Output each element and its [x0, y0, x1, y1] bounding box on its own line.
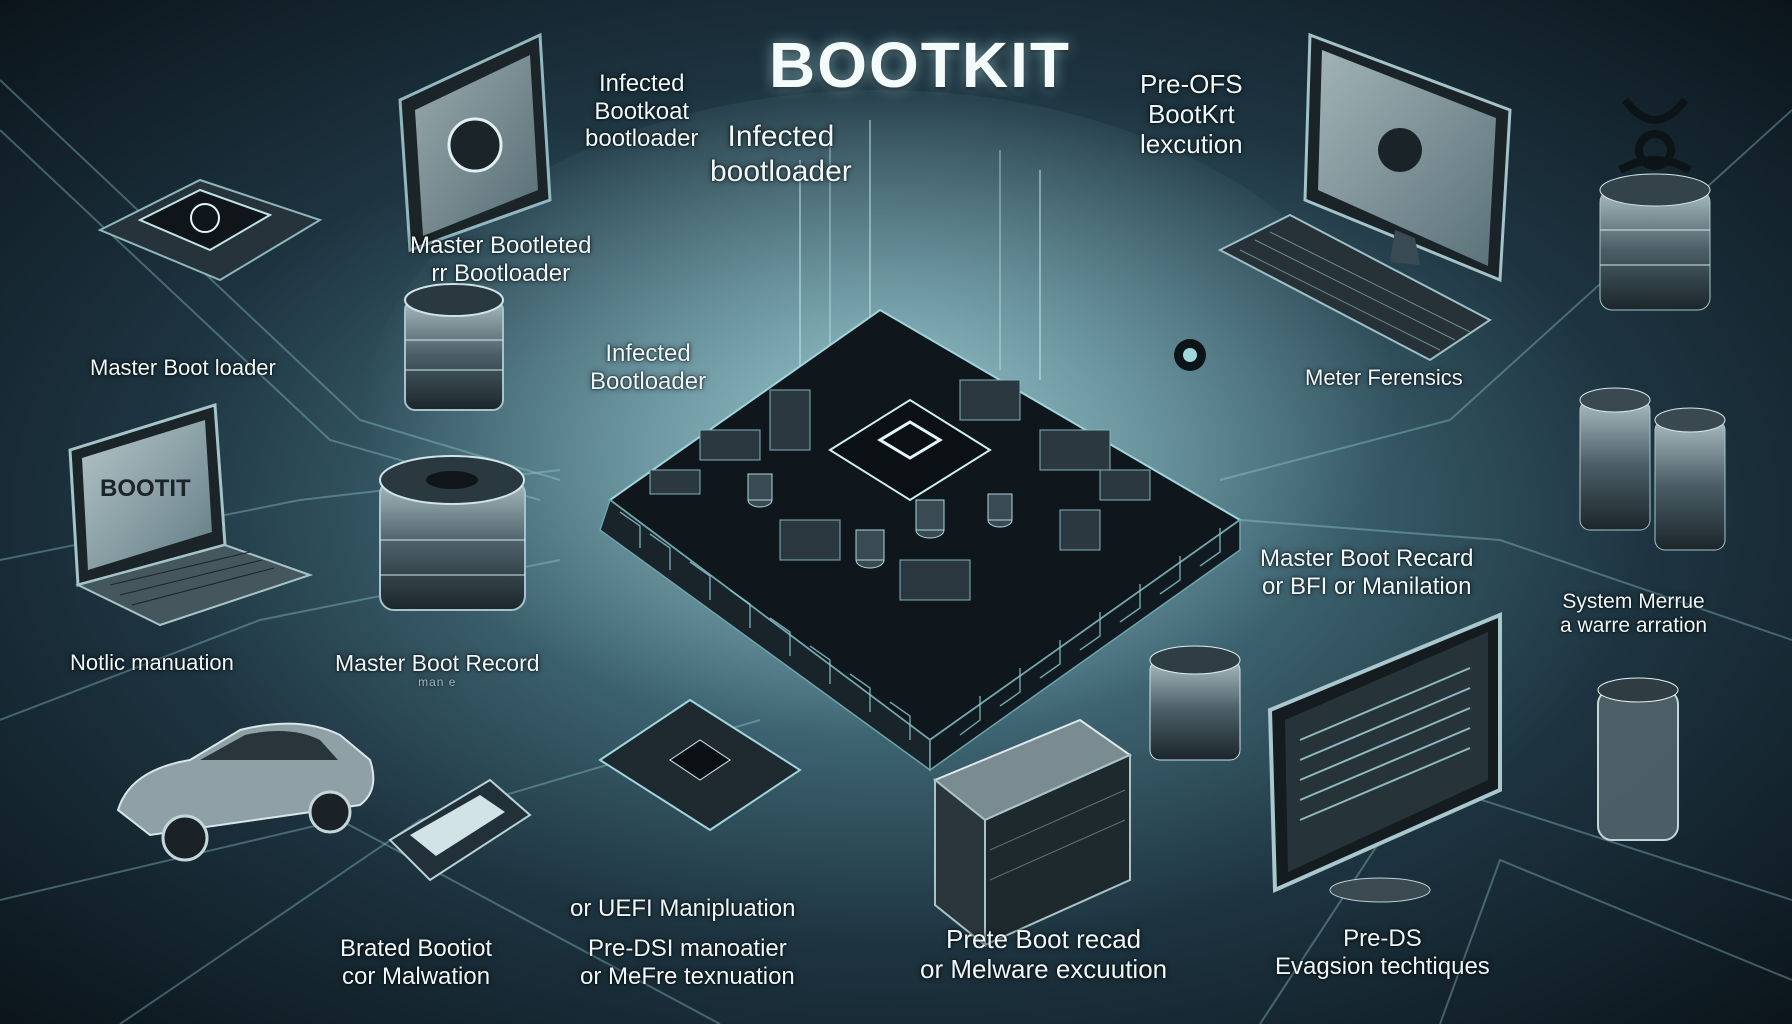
label-uefi-manipluation: or UEFI Manipluation — [570, 895, 795, 923]
label-pre-dsi-manoatier: Pre-DSI manoatier or MeFre texnuation — [580, 935, 795, 990]
circuit-board-icon — [598, 698, 802, 832]
label-line: or Melware excuution — [920, 953, 1168, 984]
label-line: Infected — [605, 340, 691, 367]
label-line: bootloader — [710, 154, 852, 188]
label-line: Bootloader — [590, 367, 707, 395]
label-line: or BFI or Manilation — [1262, 572, 1472, 600]
label-infected-bootloader-center: Infected Bootloader — [590, 340, 706, 395]
label-pre-ofs: Pre-OFS BootKrt lexcution — [1140, 69, 1243, 160]
page-title: BOOTKIT — [769, 29, 1071, 101]
label-line: man e — [418, 675, 457, 690]
label-line: Pre-DSI manoatier — [588, 935, 787, 962]
label-line: bootloader — [585, 125, 699, 153]
tablet-icon — [398, 32, 552, 253]
disk-stack-icon — [404, 283, 504, 411]
card-device-icon — [388, 778, 532, 882]
label-line: Evagsion techtiques — [1275, 952, 1490, 980]
label-line: or MeFre texnuation — [580, 962, 795, 990]
label-line: Master Bootleted — [410, 232, 592, 259]
label-system-merrue: System Merrue a warre arration — [1560, 590, 1707, 638]
label-master-boot-recard: Master Boot Recard or BFI or Manilation — [1260, 545, 1473, 600]
monitor-icon — [1303, 32, 1512, 283]
label-line: BootKrt — [1147, 98, 1235, 129]
label-line: Bootkoat — [594, 97, 690, 125]
cylinder-icon — [1149, 645, 1241, 761]
label-prete-boot-recad: Prete Boot recad or Melware excuution — [920, 924, 1168, 985]
motherboard-icon — [599, 308, 1242, 772]
label-line: Meter Ferensics — [1305, 365, 1463, 390]
label-line: Infected — [599, 70, 685, 97]
biohazard-icon — [1618, 97, 1692, 174]
disk-stack-icon — [1579, 387, 1726, 551]
car-icon — [116, 722, 375, 862]
disk-stack-icon — [1599, 173, 1711, 311]
server-icon — [933, 718, 1133, 948]
label-brated-bootiot: Brated Bootiot cor Malwation — [340, 935, 492, 990]
label-line: Master Boot Record — [335, 650, 540, 676]
label-line: Pre-OFS — [1140, 69, 1243, 99]
label-line: Master Boot Recard — [1260, 545, 1474, 572]
laptop-screen-text: BOOTIT — [100, 475, 191, 503]
label-line: Pre-DS — [1343, 925, 1422, 952]
label-line: lexcution — [1140, 128, 1243, 159]
label-line: Master Boot loader — [90, 355, 276, 380]
label-master-boot-loader: Master Boot loader — [90, 355, 276, 380]
label-notlic-manuation: Notlic manuation — [70, 650, 234, 675]
disk-stack-icon — [379, 455, 526, 611]
label-line: System Merrue — [1562, 590, 1705, 613]
label-line: cor Malwation — [342, 962, 491, 990]
label-meter-ferensics: Meter Ferensics — [1305, 365, 1463, 390]
label-line: Notlic manuation — [70, 650, 234, 675]
label-line: rr Bootloader — [431, 259, 571, 287]
label-line: Prete Boot recad — [946, 924, 1142, 954]
label-line: or UEFI Manipluation — [570, 895, 796, 922]
keyboard-icon — [1217, 213, 1492, 362]
label-infected-bootloader-top: Infected bootloader — [710, 120, 852, 189]
gear-icon — [1174, 339, 1206, 371]
label-line: Brated Bootiot — [340, 935, 493, 962]
label-line: Infected — [727, 120, 835, 153]
jar-icon — [1597, 677, 1679, 841]
processor-module-icon — [97, 178, 323, 282]
label-master-boot-record: Master Boot Record man e — [335, 650, 540, 690]
laptop-icon — [68, 403, 314, 627]
terminal-monitor-icon — [1267, 612, 1502, 903]
label-master-bootleted: Master Bootleted rr Bootloader — [410, 232, 591, 287]
label-line: BOOTIT — [100, 475, 191, 502]
label-infected-bootkoat: Infected Bootkoat bootloader — [585, 70, 698, 153]
chip-icon — [828, 398, 992, 502]
label-line: a warre arration — [1560, 614, 1708, 638]
label-pre-ds-evagsion: Pre-DS Evagsion techtiques — [1275, 925, 1490, 980]
